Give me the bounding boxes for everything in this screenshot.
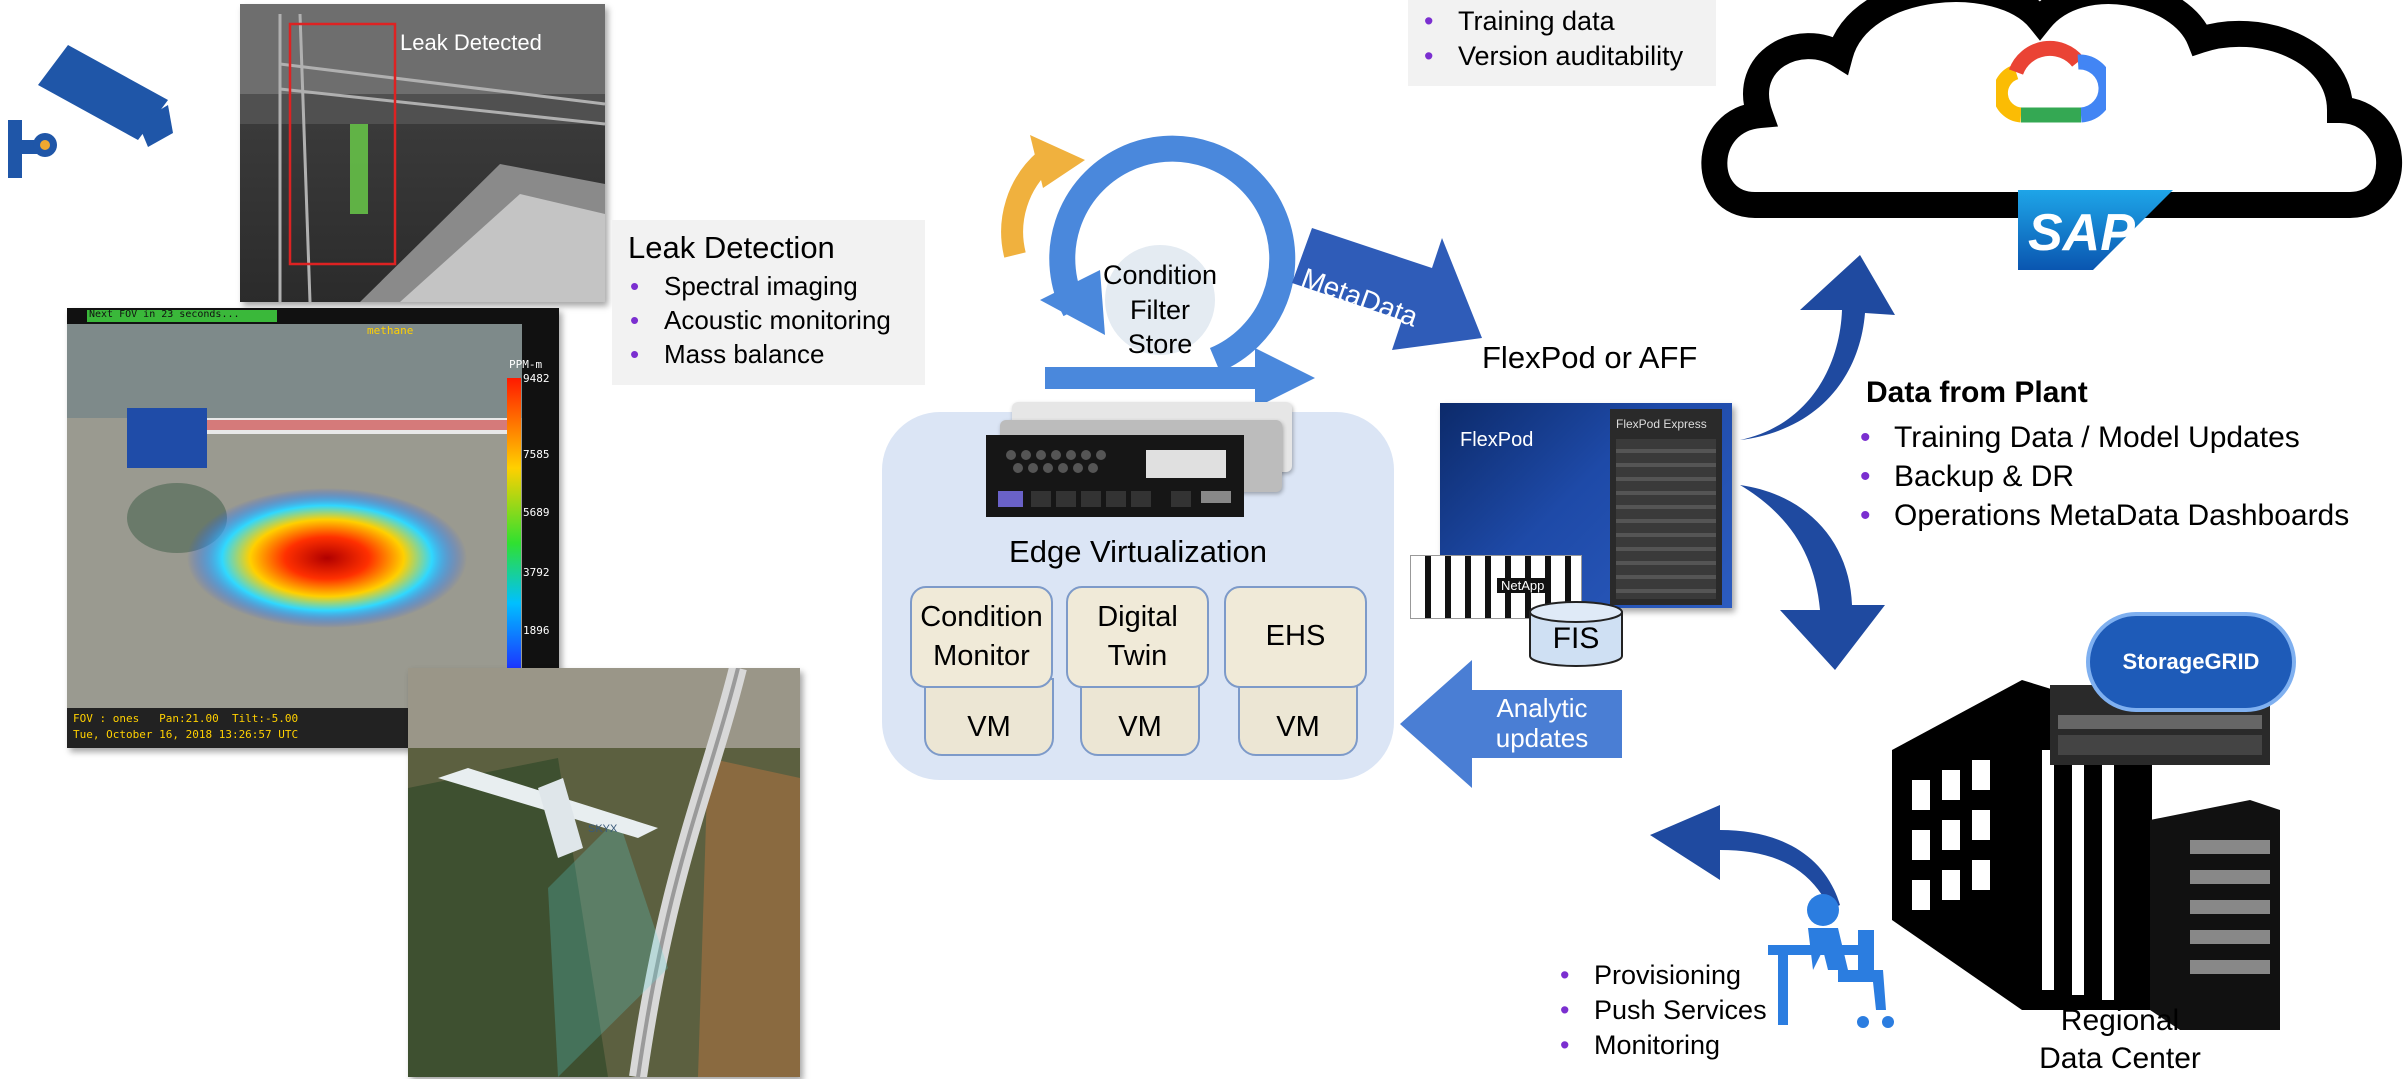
regional-label-line: Regional bbox=[2060, 1004, 2180, 1037]
metadata-arrow bbox=[1292, 228, 1482, 350]
thermal-footer-line1: FOV : ones Pan:21.00 Tilt:-5.00 bbox=[73, 712, 299, 725]
module-label-line: Digital bbox=[1097, 600, 1178, 633]
module-digital-twin: Digital Twin bbox=[1066, 586, 1209, 688]
storagegrid-appliance bbox=[2050, 685, 2270, 765]
cycle-label-line: Store bbox=[1127, 329, 1193, 360]
netapp-label: NetApp bbox=[1497, 578, 1549, 593]
thermal-scale-tick: 5689 bbox=[523, 506, 550, 519]
operator-at-desk-icon bbox=[1768, 894, 1894, 1028]
thermal-header-text: Next FOV in 23 seconds... bbox=[89, 309, 240, 320]
netapp-storage-unit: NetApp bbox=[1410, 555, 1582, 619]
leak-detection-item: Acoustic monitoring bbox=[628, 304, 925, 338]
training-info-item: Version auditability bbox=[1422, 39, 1716, 74]
thermal-scale-tick: 7585 bbox=[523, 448, 550, 461]
thermal-unit-label: PPM-m bbox=[509, 358, 543, 371]
analytic-updates-label: Analytic updates bbox=[1462, 693, 1622, 754]
fis-database-icon bbox=[1529, 601, 1623, 667]
data-from-plant-item: Operations MetaData Dashboards bbox=[1858, 496, 2349, 535]
leak-detection-list: Spectral imaging Acoustic monitoring Mas… bbox=[612, 270, 925, 371]
leak-scene bbox=[240, 4, 605, 302]
thermal-scale-tick: 1896 bbox=[523, 624, 550, 637]
operations-list: Provisioning Push Services Monitoring bbox=[1558, 958, 1767, 1063]
data-from-plant-title: Data from Plant bbox=[1866, 376, 2088, 409]
regional-label-line: Data Center bbox=[2039, 1042, 2201, 1076]
flexpod-express-label: FlexPod Express bbox=[1616, 417, 1707, 431]
flexpod-chassis-slots bbox=[1616, 439, 1716, 599]
cycle-arrows-graphic bbox=[1001, 135, 1315, 408]
return-arrow bbox=[1650, 805, 1840, 910]
module-label-line: Twin bbox=[1107, 640, 1168, 672]
leak-detection-item: Spectral imaging bbox=[628, 270, 925, 304]
pipeline-scene bbox=[408, 668, 800, 1077]
upload-to-cloud-arrow bbox=[1740, 255, 1895, 440]
cloud-shape bbox=[1701, 0, 2403, 218]
thermal-footer-line2: Tue, October 16, 2018 13:26:57 UTC bbox=[73, 728, 299, 741]
vm-box: VM bbox=[924, 678, 1054, 756]
operations-item: Push Services bbox=[1558, 993, 1767, 1028]
vm-box: VM bbox=[1238, 678, 1358, 756]
module-ehs: EHS bbox=[1224, 586, 1367, 688]
regional-data-center-label: Regional Data Center bbox=[2020, 1002, 2220, 1079]
condition-filter-store-label: Condition Filter Store bbox=[1080, 258, 1240, 362]
training-info-item: Training data bbox=[1422, 4, 1716, 39]
operations-item: Provisioning bbox=[1558, 958, 1767, 993]
vm-label: VM bbox=[1276, 710, 1320, 743]
download-to-datacenter-arrow bbox=[1740, 485, 1885, 670]
cycle-label-line: Condition bbox=[1102, 260, 1218, 290]
data-from-plant-item: Training Data / Model Updates bbox=[1858, 418, 2349, 457]
analytic-label-line: Analytic bbox=[1496, 693, 1588, 723]
flexpod-brand: FlexPod bbox=[1460, 429, 1534, 451]
analytic-label-line: updates bbox=[1495, 722, 1589, 753]
sap-logo-text: SAP bbox=[2028, 204, 2135, 262]
leak-detection-title: Leak Detection bbox=[628, 230, 835, 265]
module-label-line: Condition bbox=[920, 600, 1043, 633]
vm-label: VM bbox=[967, 710, 1011, 743]
analytic-updates-arrow bbox=[1400, 660, 1622, 788]
thermal-scene bbox=[67, 308, 559, 748]
edge-server-front bbox=[986, 435, 1244, 517]
thermal-scale-tick: 9482 bbox=[523, 372, 550, 385]
pipeline-drone-photo: SKYX bbox=[408, 668, 800, 1077]
data-from-plant-list: Training Data / Model Updates Backup & D… bbox=[1858, 418, 2349, 535]
google-cloud-icon bbox=[1996, 40, 2106, 123]
thermal-scale-tick: 3792 bbox=[523, 566, 550, 579]
leak-detected-photo: Leak Detected bbox=[240, 4, 605, 302]
fis-label: FIS bbox=[1552, 622, 1600, 655]
storagegrid-label: StorageGRID bbox=[2122, 649, 2260, 674]
thermal-gas-image: Next FOV in 23 seconds... methane PPM-m … bbox=[67, 308, 559, 748]
operations-item: Monitoring bbox=[1558, 1028, 1767, 1063]
vm-box: VM bbox=[1080, 678, 1200, 756]
drone-label: SKYX bbox=[588, 823, 618, 835]
sap-logo: SAP bbox=[2018, 190, 2173, 270]
cycle-label-line: Filter bbox=[1130, 294, 1190, 325]
leak-detection-item: Mass balance bbox=[628, 338, 925, 372]
vm-label: VM bbox=[1118, 710, 1162, 743]
module-condition-monitor: Condition Monitor bbox=[910, 586, 1053, 688]
storagegrid-badge: StorageGRID bbox=[2086, 612, 2296, 712]
module-label-line: EHS bbox=[1265, 620, 1326, 653]
training-info-list: Training data Version auditability bbox=[1408, 0, 1716, 74]
leak-detection-box: Leak Detection Spectral imaging Acoustic… bbox=[612, 220, 925, 385]
security-camera-icon bbox=[8, 45, 173, 178]
flexpod-chassis: FlexPod Express bbox=[1610, 409, 1722, 605]
data-from-plant-item: Backup & DR bbox=[1858, 457, 2349, 496]
training-info-box: Training data Version auditability bbox=[1408, 0, 1716, 86]
flexpod-title: FlexPod or AFF bbox=[1482, 340, 1698, 375]
edge-virtualization-title: Edge Virtualization bbox=[1009, 534, 1267, 569]
leak-detected-label: Leak Detected bbox=[400, 30, 542, 55]
thermal-gas-label: methane bbox=[367, 324, 414, 337]
module-label-line: Monitor bbox=[933, 640, 1030, 672]
server-rack-icon bbox=[2150, 800, 2280, 1030]
